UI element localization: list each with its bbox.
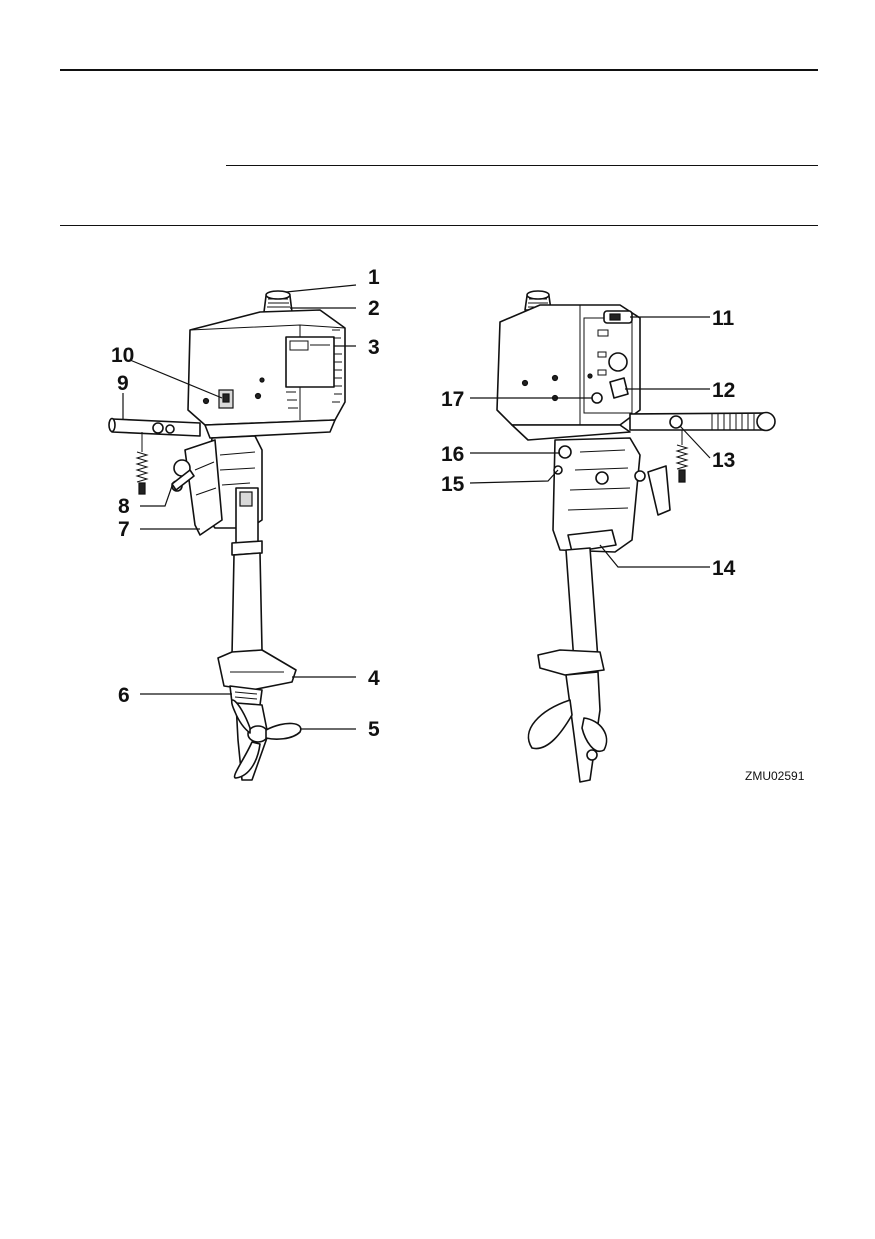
callout-12: 12 (712, 379, 735, 402)
callout-2: 2 (368, 297, 380, 320)
header-rule-top (60, 69, 818, 71)
callout-17: 17 (441, 388, 464, 411)
left-leader-lines (122, 284, 357, 730)
callout-15: 15 (441, 473, 465, 496)
callout-5: 5 (368, 718, 380, 741)
callout-16: 16 (441, 443, 464, 466)
callout-13: 13 (712, 449, 735, 472)
header-rule-bottom (60, 225, 818, 226)
left-motor-illustration (108, 290, 346, 781)
callout-labels: 1 2 3 4 5 6 7 8 9 10 11 12 13 14 15 16 1… (111, 266, 805, 783)
callout-1: 1 (368, 266, 380, 289)
callout-7: 7 (118, 518, 130, 541)
callout-14: 14 (712, 557, 736, 580)
right-motor-illustration (496, 290, 776, 783)
callout-3: 3 (368, 336, 380, 359)
right-leader-lines (469, 316, 711, 568)
figure-code: ZMU02591 (745, 769, 805, 783)
callout-10: 10 (111, 344, 134, 367)
callout-4: 4 (368, 667, 380, 690)
callout-8: 8 (118, 495, 130, 518)
header-rule-middle (226, 165, 818, 166)
callout-6: 6 (118, 684, 130, 707)
callout-11: 11 (712, 307, 735, 330)
callout-9: 9 (117, 372, 129, 395)
